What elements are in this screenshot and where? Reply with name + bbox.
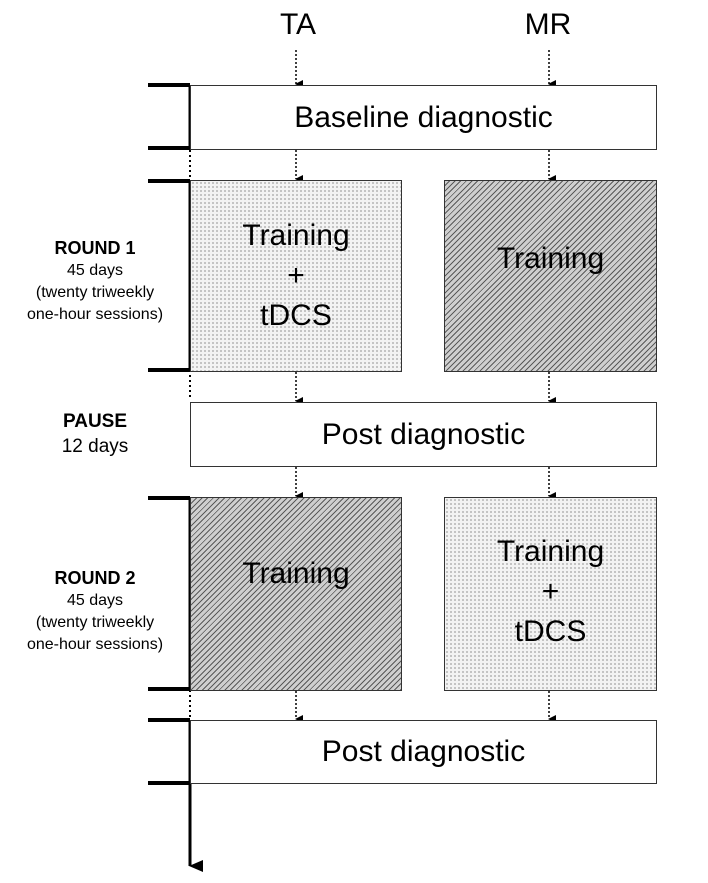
post-diagnostic-box-1: Post diagnostic (190, 402, 657, 467)
phase-round2-detail2: one-hour sessions) (26, 636, 164, 653)
column-header-mr: MR (524, 8, 572, 41)
column-header-ta: TA (279, 8, 317, 41)
phase-round1: ROUND 1 45 days (twenty triweekly one-ho… (0, 236, 190, 326)
round1-ta-box: Training + tDCS (190, 180, 402, 372)
phase-round1-duration: 45 days (66, 262, 124, 279)
baseline-diagnostic-label: Baseline diagnostic (294, 100, 553, 134)
post-diagnostic-label-1: Post diagnostic (321, 417, 526, 451)
round1-ta-line2: + (287, 259, 305, 292)
round1-ta-line1: Training (242, 219, 350, 252)
phase-round1-detail1: (twenty triweekly (35, 284, 155, 301)
round2-mr-line2: + (541, 575, 560, 608)
round2-mr-line1: Training (496, 535, 605, 568)
phase-round2-duration: 45 days (66, 592, 124, 609)
round2-mr-line3: tDCS (514, 615, 587, 648)
phase-pause-duration: 12 days (61, 436, 129, 457)
phase-pause-title: PAUSE (62, 411, 128, 432)
phase-round2-detail1: (twenty triweekly (35, 614, 155, 631)
round1-mr-box: Training (444, 180, 657, 372)
phase-round2-title: ROUND 2 (54, 568, 136, 588)
baseline-diagnostic-box: Baseline diagnostic (190, 85, 657, 150)
round1-ta-line3: tDCS (260, 299, 332, 332)
phase-pause: PAUSE 12 days (0, 410, 190, 460)
round2-mr-box: Training + tDCS (444, 497, 657, 691)
round1-mr-label: Training (496, 242, 605, 275)
phase-round2: ROUND 2 45 days (twenty triweekly one-ho… (0, 566, 190, 656)
phase-round1-detail2: one-hour sessions) (26, 306, 164, 323)
post-diagnostic-label-2: Post diagnostic (321, 735, 526, 768)
round2-ta-label: Training (242, 557, 350, 590)
post-diagnostic-box-2: Post diagnostic (190, 720, 657, 784)
phase-round1-title: ROUND 1 (54, 238, 136, 258)
round2-ta-box: Training (190, 497, 402, 691)
